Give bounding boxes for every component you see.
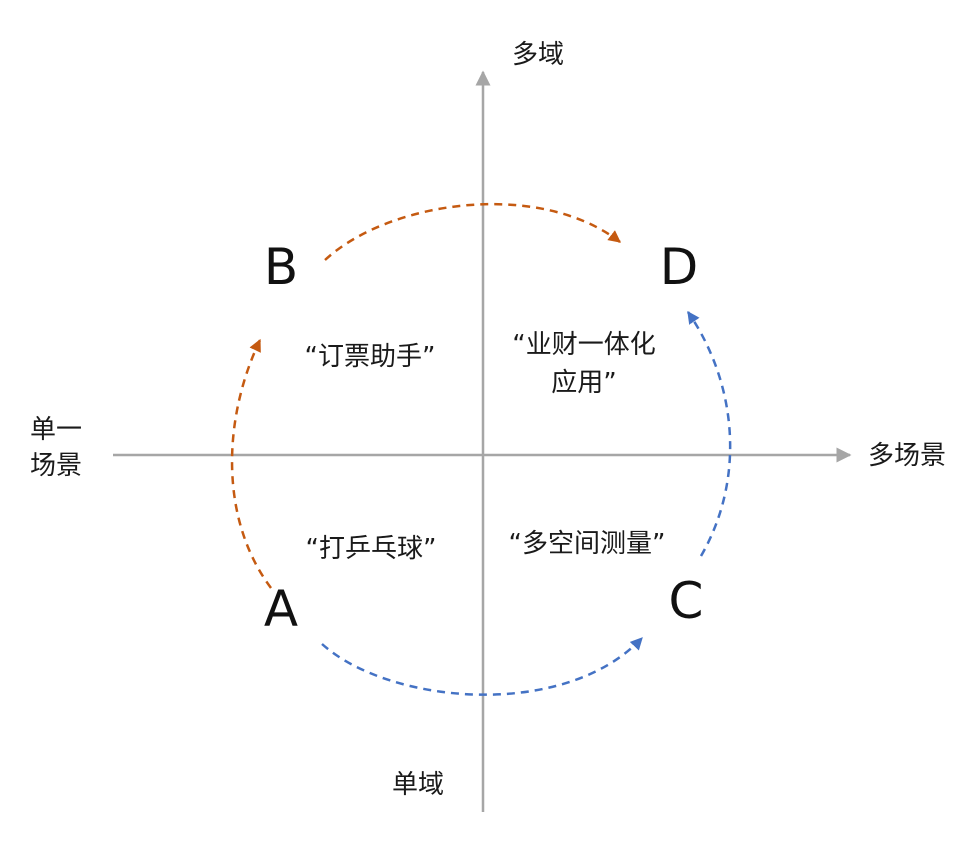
point-label-c: C bbox=[669, 572, 704, 630]
path-a-to-b bbox=[230, 338, 273, 589]
quadrant-label-ping-pong: “打乒乓球” bbox=[306, 534, 437, 564]
quadrant-label-multi-space-measurement: “多空间测量” bbox=[509, 529, 666, 559]
point-label-d: D bbox=[660, 238, 699, 296]
axis-label-single-domain: 单域 bbox=[392, 770, 444, 800]
axis-label-single-scene-line2: 场景 bbox=[30, 451, 82, 481]
quadrant-label-finance-line2: 应用” bbox=[551, 368, 616, 398]
quadrant-label-ticket-assistant: “订票助手” bbox=[305, 342, 436, 372]
axis-label-single-scene-line1: 单一 bbox=[30, 415, 82, 445]
path-c-to-d bbox=[686, 310, 732, 557]
axis-label-multi-domain: 多域 bbox=[512, 40, 564, 70]
quadrant-label-finance-line1: “业财一体化 bbox=[512, 330, 655, 360]
point-label-b: B bbox=[264, 238, 298, 296]
path-b-to-d bbox=[324, 202, 621, 261]
axis-label-multi-scene: 多场景 bbox=[868, 441, 946, 471]
path-a-to-c bbox=[321, 637, 643, 696]
point-label-a: A bbox=[264, 580, 298, 638]
